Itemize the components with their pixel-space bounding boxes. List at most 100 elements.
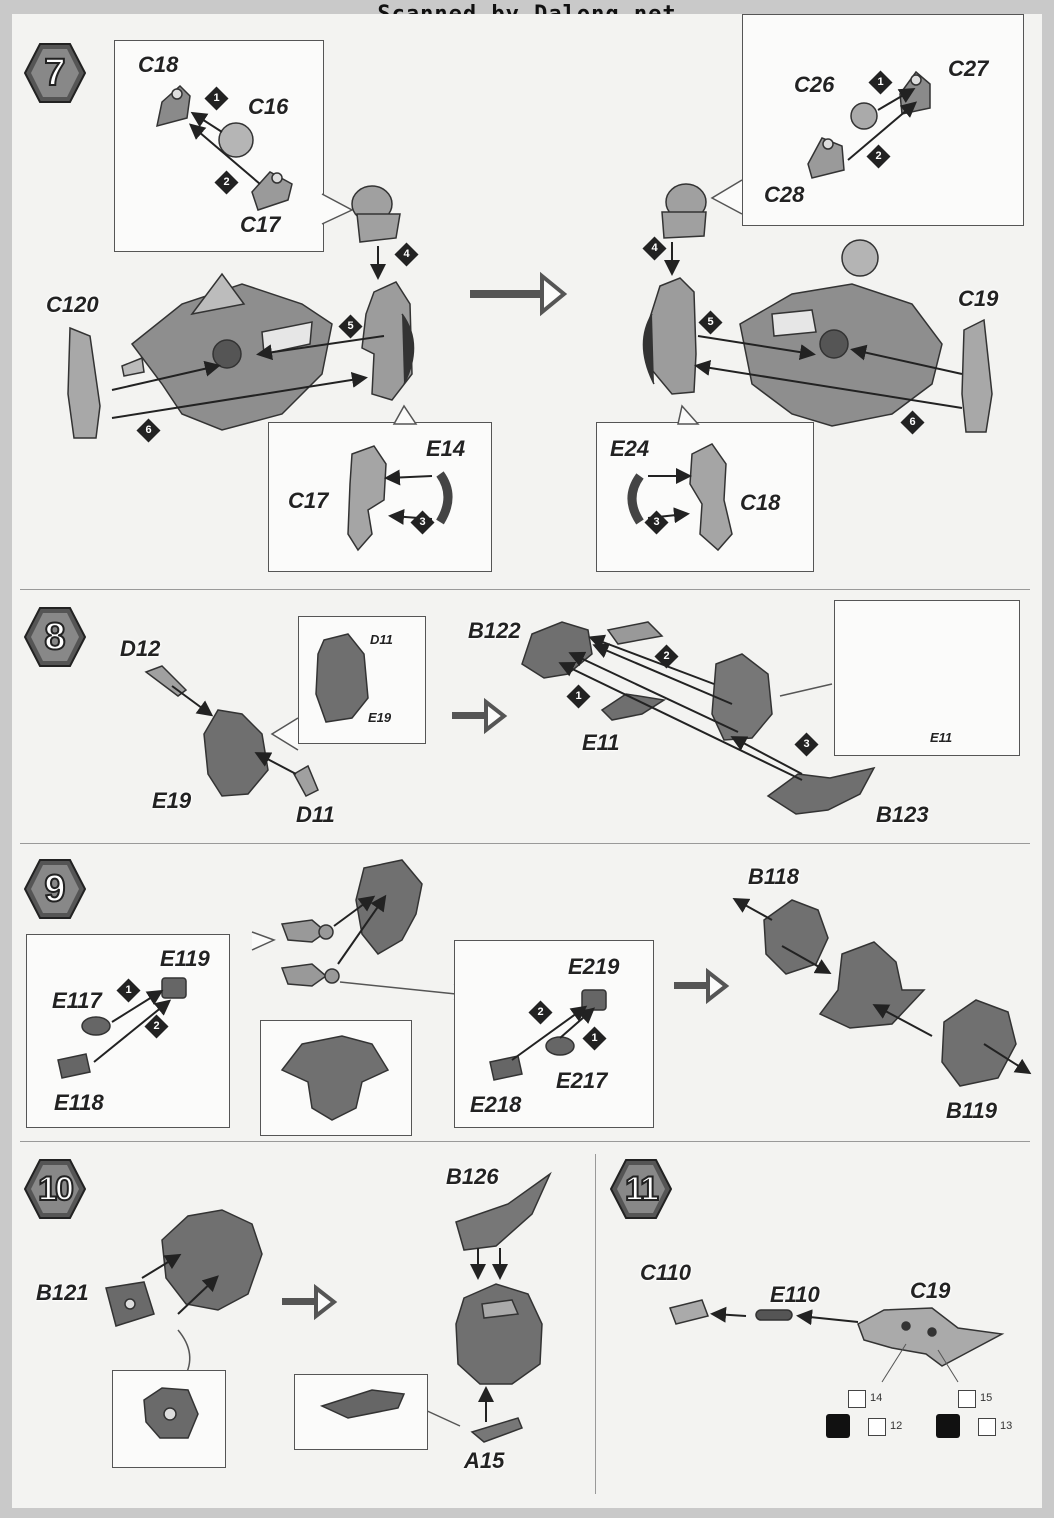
label-e217: E217	[556, 1068, 608, 1093]
label-c27: C27	[948, 56, 989, 81]
label-e219: E219	[568, 954, 620, 979]
step8-inset-artwork	[315, 633, 369, 723]
label-b121: B121	[36, 1280, 89, 1305]
label-c110: C110	[640, 1260, 691, 1285]
sticker-number-15: 15	[980, 1392, 993, 1404]
arm-part-c18-inset	[689, 443, 733, 552]
label-e110: E110	[770, 1282, 820, 1307]
label-c17: C17	[240, 212, 281, 237]
head-assembled-right	[661, 183, 707, 239]
step9-inset-artwork	[57, 977, 607, 1121]
part-e110	[755, 1309, 793, 1321]
sticker-number-12: 12	[890, 1420, 903, 1432]
side-part-c19	[961, 318, 993, 433]
part-b121	[105, 1281, 155, 1327]
part-small-fin	[606, 621, 664, 645]
arm-part-left	[361, 281, 415, 401]
step-flow-arrow-9	[674, 967, 730, 1005]
label-a15: A15	[464, 1448, 505, 1473]
step-badge-8: 8	[24, 606, 86, 668]
part-b123	[766, 766, 876, 815]
section-divider	[20, 843, 1030, 844]
inset-box-head-right	[742, 14, 1024, 226]
section-divider-vertical	[595, 1154, 596, 1494]
label-c120: C120	[46, 292, 99, 317]
inset-box-joint-right	[454, 940, 654, 1128]
part-body-center-9	[818, 941, 926, 1029]
label-d11: D11	[296, 802, 335, 827]
head-part-c16	[218, 122, 254, 158]
label-c19: C19	[958, 286, 999, 311]
part-b118	[763, 899, 829, 975]
step-badge-11: 11	[610, 1158, 672, 1220]
part-joint-upper	[280, 919, 334, 943]
part-e19	[203, 709, 269, 797]
instruction-page: 7	[12, 14, 1042, 1508]
label-e218: E218	[470, 1092, 522, 1117]
step10-inset-artwork	[143, 1387, 406, 1439]
part-joint-lower	[280, 963, 340, 987]
label-c26: C26	[794, 72, 835, 97]
inset-box-joint-left	[26, 934, 230, 1128]
part-c110	[669, 1299, 709, 1325]
label-b122: B122	[468, 618, 521, 643]
label-b119: B119	[946, 1098, 997, 1123]
label-e117: E117	[52, 988, 102, 1013]
label-e19: E19	[152, 788, 192, 813]
side-part-c120	[67, 326, 101, 439]
label-c19: C19	[910, 1278, 951, 1303]
label-d11-inset: D11	[370, 632, 393, 647]
mirror-symbol-icon	[826, 1414, 850, 1438]
section-divider	[20, 1141, 1030, 1142]
step-badge-7: 7	[24, 42, 86, 104]
sticker-number-13: 13	[1000, 1420, 1013, 1432]
part-e19-assembled	[711, 653, 773, 741]
part-b119	[941, 999, 1017, 1087]
label-e119: E119	[160, 946, 210, 971]
label-e24: E24	[610, 436, 650, 461]
head-part-c18	[156, 84, 191, 128]
part-b126	[455, 1171, 552, 1251]
head-part-c28	[807, 137, 845, 179]
label-c28: C28	[764, 182, 805, 207]
inset-box-head-left	[114, 40, 324, 252]
part-d11	[292, 764, 319, 797]
sticker-icon	[978, 1418, 996, 1436]
arm-part-right	[642, 277, 697, 395]
body-assembly-right	[739, 239, 943, 427]
label-c16: C16	[248, 94, 289, 119]
step-flow-arrow-8	[452, 697, 508, 735]
label-b123: B123	[876, 802, 929, 827]
mirror-symbol-icon	[936, 1414, 960, 1438]
label-e118: E118	[54, 1090, 104, 1115]
arm-part-c17-inset	[347, 445, 387, 552]
label-e19-inset: E19	[368, 710, 392, 725]
label-d12: D12	[120, 636, 161, 661]
inset-box-b1-assembled	[834, 600, 1020, 756]
part-c19-weapon	[857, 1307, 1005, 1367]
step-badge-9: 9	[24, 858, 86, 920]
label-b126: B126	[446, 1164, 499, 1189]
section-divider	[20, 589, 1030, 590]
step-badge-10: 10	[24, 1158, 86, 1220]
sticker-icon	[848, 1390, 866, 1408]
arm-part-e14-inset	[436, 471, 453, 525]
sticker-number-14: 14	[870, 1392, 883, 1404]
label-c18: C18	[138, 52, 179, 77]
label-e11: E11	[582, 730, 620, 755]
label-e14: E14	[426, 436, 466, 461]
part-head-assembled-10	[455, 1283, 543, 1385]
step-flow-arrow-7	[470, 271, 568, 317]
part-head-core-10	[161, 1209, 263, 1311]
sticker-icon	[958, 1390, 976, 1408]
sticker-icon	[868, 1418, 886, 1436]
part-a15	[470, 1417, 523, 1443]
body-assembly-left	[121, 272, 333, 431]
label-b118: B118	[748, 864, 799, 889]
arm-part-e24-inset	[627, 473, 644, 525]
label-c18-inset: C18	[740, 490, 781, 515]
label-e11-inset: E11	[930, 730, 953, 745]
head-part-c26	[850, 102, 878, 130]
label-c17-inset: C17	[288, 488, 329, 513]
step-flow-arrow-10	[282, 1283, 338, 1321]
